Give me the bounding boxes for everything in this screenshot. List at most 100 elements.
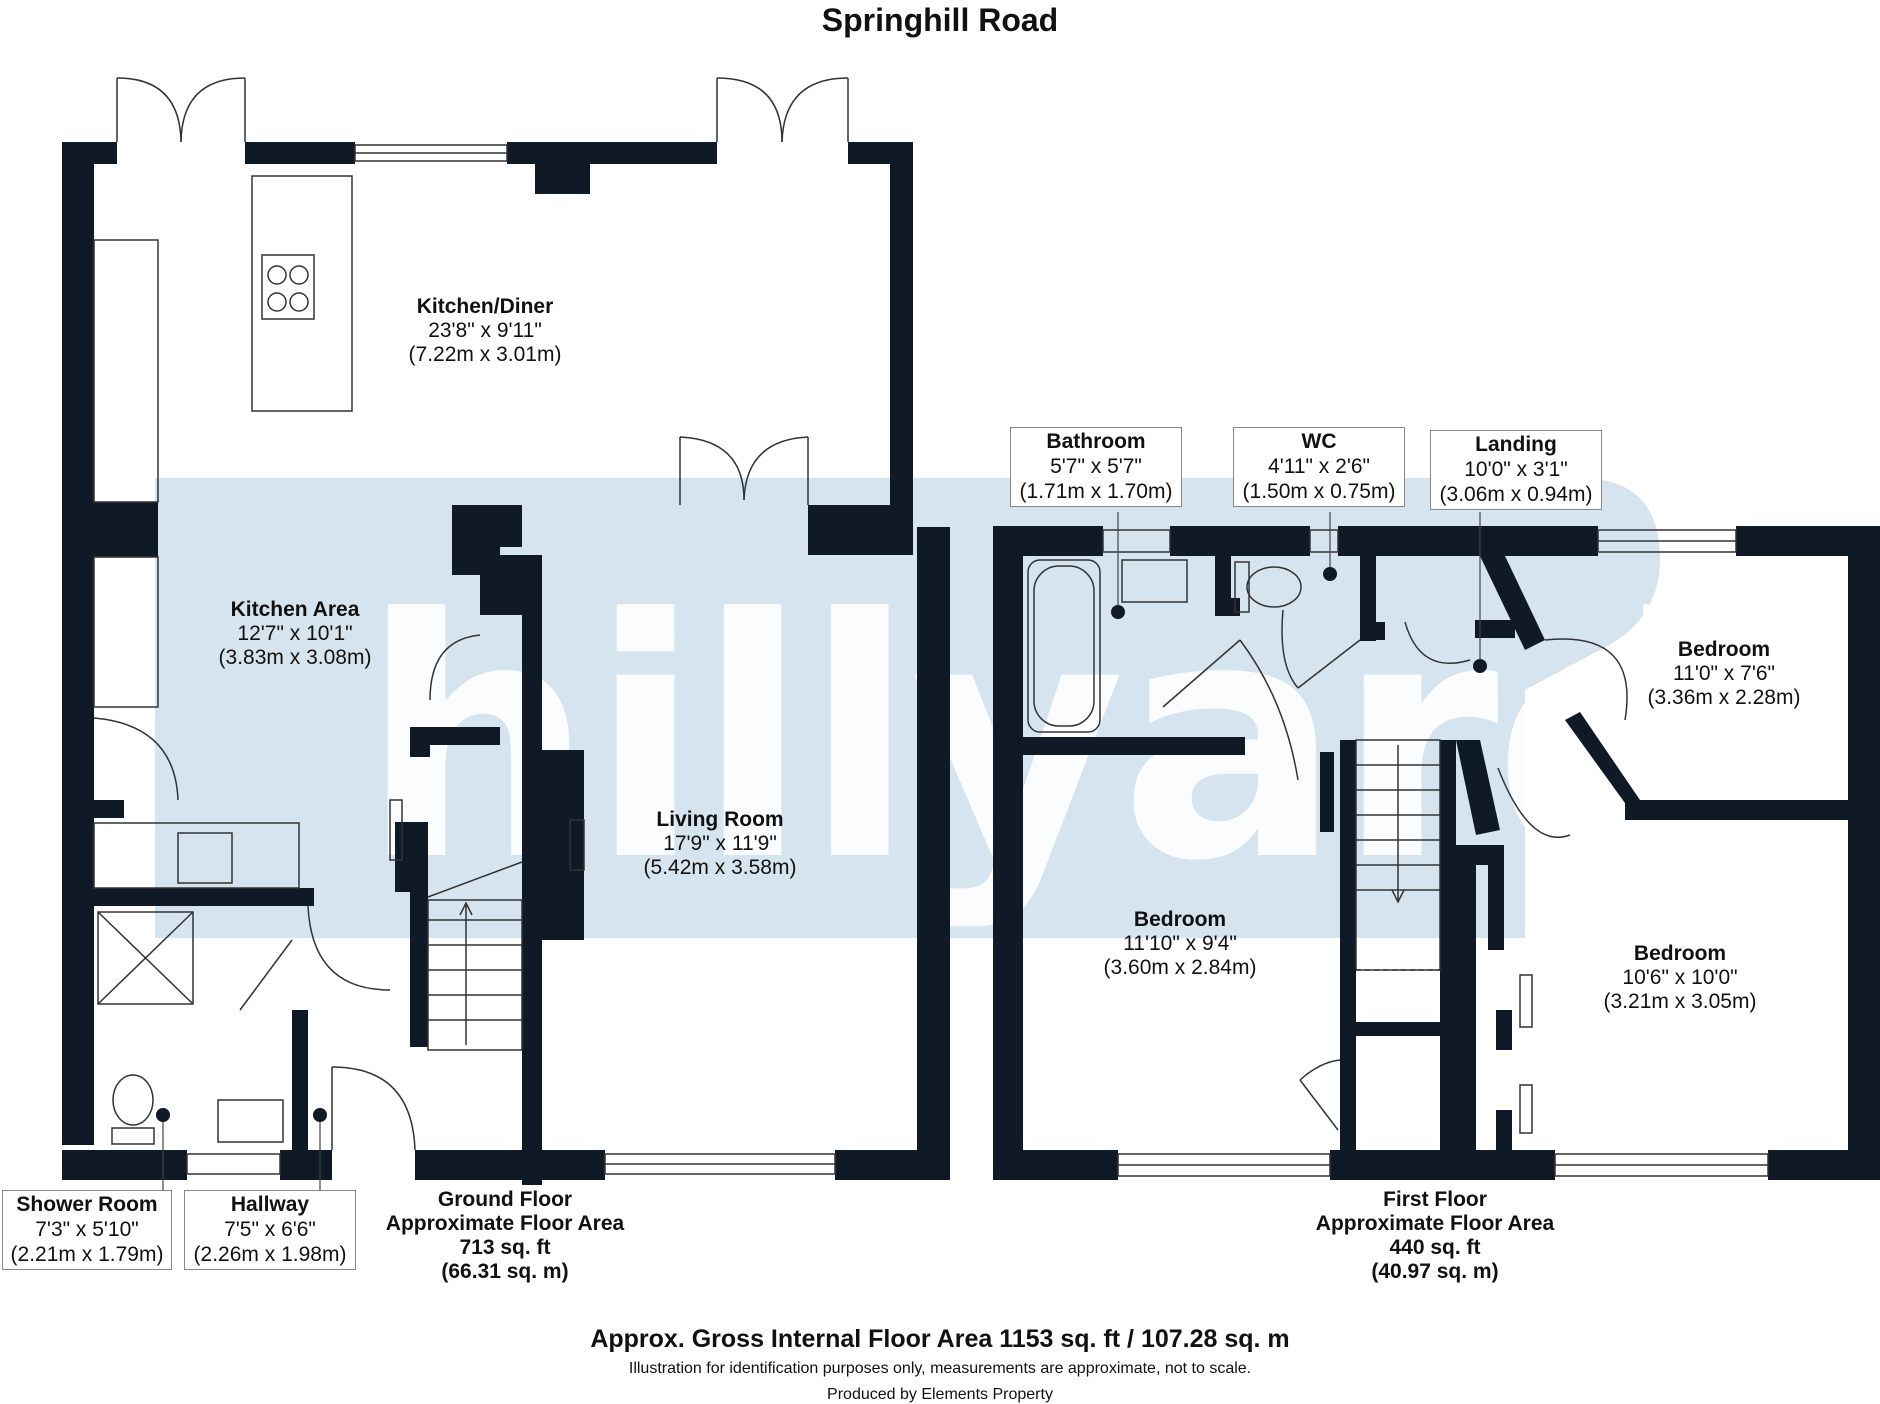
room-size-imperial: 7'5" x 6'6" <box>224 1217 316 1241</box>
stair-break <box>427 861 523 898</box>
room-size-imperial: 7'3" x 5'10" <box>35 1217 139 1241</box>
room-name: Kitchen Area <box>230 598 360 621</box>
room-size-metric: (2.21m x 1.79m) <box>10 1242 164 1266</box>
door-swing <box>1299 1059 1341 1081</box>
wall <box>993 526 1103 556</box>
wall <box>1340 1022 1456 1036</box>
ground-floor-summary: Ground Floor Approximate Floor Area 713 … <box>365 1188 645 1285</box>
wall <box>62 1150 187 1180</box>
wall <box>835 1150 950 1180</box>
door-swing <box>1497 767 1571 838</box>
wall <box>245 142 355 164</box>
room-name: Bathroom <box>1046 430 1146 453</box>
worktop <box>93 239 159 503</box>
ground-floor-fixtures <box>93 77 849 1175</box>
bath-inner <box>1033 565 1095 727</box>
first-floor-summary: First Floor Approximate Floor Area 440 s… <box>1295 1188 1575 1285</box>
door <box>1297 639 1361 689</box>
wall <box>1565 712 1640 810</box>
room-name: WC <box>1301 430 1337 453</box>
room-label-bedroom-2: Bedroom 11'10" x 9'4" (3.60m x 2.84m) <box>1080 908 1280 980</box>
room-size-metric: (1.50m x 0.75m) <box>1242 479 1396 503</box>
wall <box>62 800 94 850</box>
wall <box>1170 526 1310 556</box>
toilet-cistern <box>1234 561 1250 613</box>
hob <box>261 254 315 320</box>
door-swing <box>781 77 849 143</box>
floor-area-sqm: (40.97 sq. m) <box>1371 1260 1499 1284</box>
room-size-imperial: 5'7" x 5'7" <box>1050 454 1142 478</box>
shower-tray <box>97 911 194 1005</box>
room-size-metric: (1.71m x 1.70m) <box>1019 479 1173 503</box>
floor-area-sqft: 440 sq. ft <box>1389 1236 1481 1260</box>
room-label-wc: WC 4'11" x 2'6" (1.50m x 0.75m) <box>1233 427 1405 508</box>
wall <box>415 1150 605 1180</box>
window <box>1102 529 1171 553</box>
floor-area-label: Approximate Floor Area <box>1315 1212 1555 1236</box>
wall <box>62 142 94 1145</box>
stairs <box>427 899 523 1051</box>
hob-ring <box>267 292 287 312</box>
floor-area-sqm: (66.31 sq. m) <box>441 1260 569 1284</box>
wall <box>292 1010 308 1175</box>
disclaimer: Illustration for identification purposes… <box>628 1360 1252 1377</box>
door-swing <box>307 905 391 991</box>
basin <box>217 1099 284 1143</box>
worktop <box>93 556 159 708</box>
wall <box>1456 740 1500 835</box>
wall <box>480 555 528 615</box>
room-size-metric: (2.26m x 1.98m) <box>193 1242 347 1266</box>
floor-area-sqft: 713 sq. ft <box>459 1236 551 1260</box>
room-size-imperial: 10'0" x 3'1" <box>1464 457 1568 481</box>
wall <box>1340 740 1356 1180</box>
room-name: Bedroom <box>1633 942 1727 965</box>
room-size-imperial: 4'11" x 2'6" <box>1268 454 1370 478</box>
wall <box>917 527 950 1180</box>
door-swing <box>1281 609 1299 689</box>
kitchen-island <box>251 175 353 412</box>
radiator <box>389 799 403 861</box>
room-name: Landing <box>1475 433 1557 456</box>
page-title: Springhill Road <box>821 2 1059 38</box>
room-size-imperial: 10'6" x 10'0" <box>1622 966 1738 990</box>
door-swing <box>1544 638 1628 721</box>
door <box>1162 639 1241 708</box>
light-point <box>1473 659 1487 673</box>
room-label-hallway: Hallway 7'5" x 6'6" (2.26m x 1.98m) <box>184 1190 356 1271</box>
door-swing <box>116 77 182 143</box>
wall <box>1480 556 1545 650</box>
room-label-shower-room: Shower Room 7'3" x 5'10" (2.21m x 1.79m) <box>2 1190 172 1271</box>
light-point <box>156 1108 170 1122</box>
wall <box>1320 752 1334 832</box>
wall <box>1215 598 1240 616</box>
window <box>186 1153 281 1175</box>
door-swing <box>331 1066 416 1151</box>
stair-arrow-head <box>459 901 473 916</box>
wall <box>1475 620 1515 638</box>
wall <box>62 142 117 164</box>
wall <box>94 502 158 557</box>
room-label-kitchen-area: Kitchen Area 12'7" x 10'1" (3.83m x 3.08… <box>195 598 395 670</box>
room-size-imperial: 11'10" x 9'4" <box>1123 932 1237 956</box>
door-swing <box>679 436 745 501</box>
door-swing <box>180 77 246 143</box>
hob-ring <box>289 265 309 285</box>
door-swing <box>429 634 481 701</box>
room-name: Kitchen/Diner <box>416 295 554 318</box>
door-swing <box>1404 621 1471 665</box>
room-name: Bedroom <box>1133 908 1227 931</box>
wall <box>1768 1150 1880 1180</box>
room-name: Living Room <box>656 808 784 831</box>
sink <box>177 832 233 884</box>
wall <box>993 526 1023 1180</box>
wall <box>522 555 542 1185</box>
room-size-metric: (7.22m x 3.01m) <box>408 343 562 367</box>
light-point <box>1111 605 1125 619</box>
basin <box>1121 559 1188 603</box>
radiator <box>1519 1084 1533 1134</box>
stairs <box>1355 739 1441 971</box>
door-swing <box>743 436 809 501</box>
room-size-metric: (3.60m x 2.84m) <box>1103 956 1257 980</box>
light-point <box>1323 567 1337 581</box>
wall <box>1338 526 1598 556</box>
